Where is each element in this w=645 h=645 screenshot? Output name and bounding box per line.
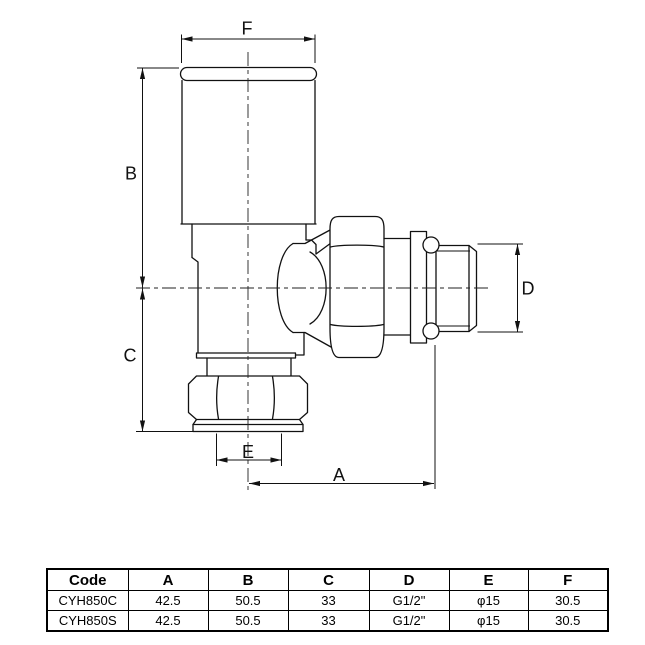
dim-label-d: D	[522, 279, 535, 299]
oring-bump-bottom	[422, 322, 440, 340]
oring-bump-top	[422, 236, 440, 254]
spec-cell: 50.5	[207, 590, 289, 611]
spec-col-header-b: B	[207, 568, 289, 591]
spec-cell: 50.5	[207, 610, 289, 632]
spec-row: CYH850C 42.5 50.5 33 G1/2" φ15 30.5	[46, 590, 609, 611]
spec-col-header-c: C	[287, 568, 370, 591]
valve-head-body	[180, 79, 317, 225]
spec-col-header-d: D	[368, 568, 450, 591]
spec-table: Code A B C D E F CYH850C 42.5 50.5 33 G1…	[46, 568, 609, 632]
spec-cell: G1/2"	[368, 610, 450, 632]
dim-label-c: C	[124, 346, 137, 366]
dimension-lines	[136, 34, 523, 489]
spec-col-header-e: E	[448, 568, 529, 591]
valve-neck	[191, 223, 307, 259]
spec-cell: 42.5	[127, 590, 209, 611]
dimension-labels: F B C D E A	[124, 19, 535, 486]
dim-label-b: B	[125, 164, 137, 184]
dim-label-a: A	[333, 465, 345, 485]
spec-cell: 30.5	[527, 590, 609, 611]
spec-cell: φ15	[448, 610, 529, 632]
spec-cell: 33	[287, 610, 370, 632]
spec-cell: G1/2"	[368, 590, 450, 611]
valve-technical-drawing: F B C D E A	[124, 19, 535, 492]
center-lines	[136, 52, 492, 492]
spec-header-row: Code A B C D E F	[46, 568, 609, 591]
spec-col-header-a: A	[127, 568, 209, 591]
outlet-collar	[409, 230, 428, 344]
union-nut	[329, 215, 385, 359]
spec-cell: 30.5	[527, 610, 609, 632]
valve-outline	[179, 66, 478, 433]
spec-row: CYH850S 42.5 50.5 33 G1/2" φ15 30.5	[46, 610, 609, 632]
dim-label-e: E	[242, 442, 254, 462]
spec-cell: φ15	[448, 590, 529, 611]
spec-cell: 33	[287, 590, 370, 611]
spec-col-header-code: Code	[46, 568, 129, 591]
spec-cell-code: CYH850S	[46, 610, 129, 632]
threaded-outlet	[435, 244, 478, 333]
dim-label-f: F	[242, 19, 253, 39]
spec-col-header-f: F	[527, 568, 609, 591]
valve-seat-washer	[195, 352, 297, 359]
spec-cell-code: CYH850C	[46, 590, 129, 611]
valve-head-cap	[179, 66, 318, 82]
spec-cell: 42.5	[127, 610, 209, 632]
